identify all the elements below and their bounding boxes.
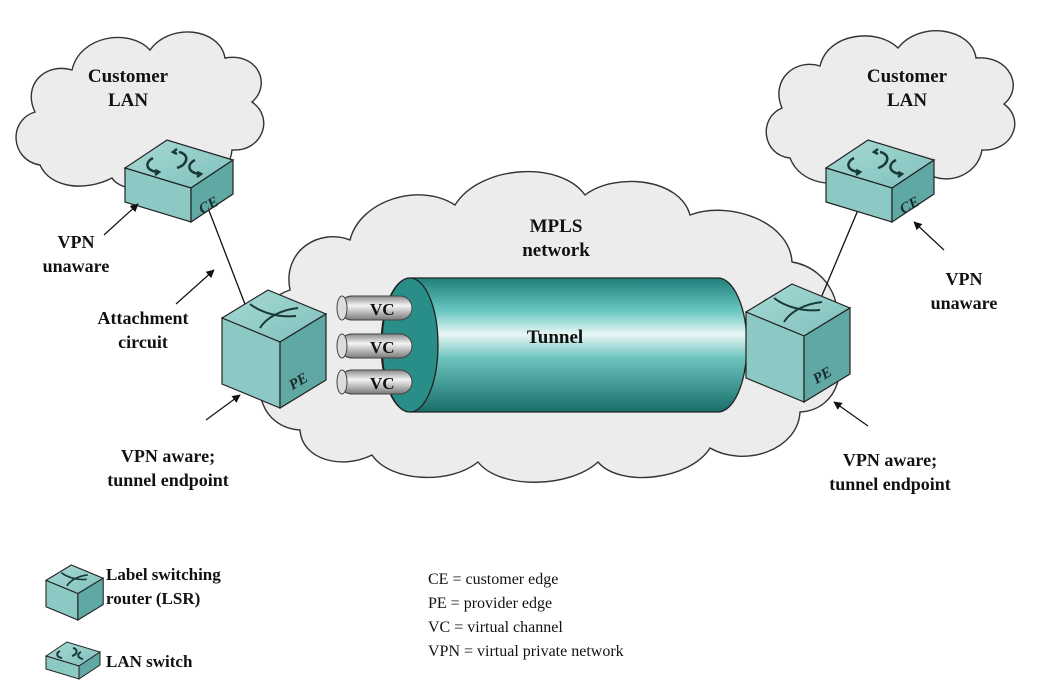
vc-label-2: VC	[370, 338, 395, 357]
left-vpn-unaware-line1: VPN	[58, 232, 95, 252]
right-vpn-aware-line2: tunnel endpoint	[829, 474, 951, 494]
lsr-cross-icon	[773, 297, 823, 323]
legend: Label switching router (LSR) LAN switch	[44, 564, 221, 680]
right-attachment-circuit-line	[817, 209, 859, 306]
left-cloud-label-line1: Customer	[88, 66, 169, 87]
right-customer-lan-cloud: Customer LAN	[765, 30, 1016, 188]
mpls-label-line1: MPLS	[530, 216, 583, 237]
annotations: VPN unaware Attachment circuit VPN aware…	[43, 203, 998, 494]
abbreviation-key: CE = customer edge PE = provider edge VC…	[428, 571, 624, 660]
lan-switch-arrows-icon	[847, 148, 905, 178]
right-vpn-aware-arrow	[833, 401, 869, 427]
left-attachment-circuit-line	[207, 207, 249, 313]
left-vpn-aware-line1: VPN aware;	[121, 446, 215, 466]
left-ce-lan-switch: CE	[123, 139, 235, 224]
legend-lsr-line2: router (LSR)	[106, 589, 200, 608]
right-pe-lsr: PE	[744, 283, 852, 404]
legend-lan-switch-icon	[44, 641, 102, 680]
left-vpn-aware-arrow	[205, 394, 241, 421]
key-vpn: VPN = virtual private network	[428, 643, 624, 660]
right-cloud-label-line2: LAN	[887, 90, 927, 111]
right-vpn-aware-line1: VPN aware;	[843, 450, 937, 470]
mpls-label-line2: network	[522, 240, 590, 261]
left-vpn-aware-line2: tunnel endpoint	[107, 470, 229, 490]
lan-switch-arrows-icon	[146, 148, 204, 178]
right-vpn-unaware-line2: unaware	[931, 293, 998, 313]
right-vpn-unaware-arrow	[913, 221, 945, 251]
legend-lsr-line1: Label switching	[106, 565, 221, 584]
left-vpn-unaware-arrow	[103, 203, 139, 236]
lsr-cross-icon	[249, 303, 299, 329]
tunnel: VC VC VC Tunnel	[336, 277, 748, 413]
left-pe-lsr: PE	[220, 289, 328, 410]
attachment-circuit-line1: Attachment	[98, 308, 189, 328]
right-vpn-unaware-line1: VPN	[946, 269, 983, 289]
attachment-circuit-line2: circuit	[118, 332, 168, 352]
left-cloud-label-line2: LAN	[108, 90, 148, 111]
tunnel-label: Tunnel	[527, 327, 583, 348]
right-cloud-label-line1: Customer	[867, 66, 948, 87]
key-pe: PE = provider edge	[428, 595, 552, 612]
legend-lan-switch: LAN switch	[106, 652, 193, 671]
vc-label-3: VC	[370, 374, 395, 393]
legend-lsr-icon	[44, 564, 105, 621]
key-ce: CE = customer edge	[428, 571, 558, 588]
attachment-circuit-arrow	[175, 269, 215, 305]
key-vc: VC = virtual channel	[428, 619, 563, 636]
left-vpn-unaware-line2: unaware	[43, 256, 110, 276]
vc-label-1: VC	[370, 300, 395, 319]
